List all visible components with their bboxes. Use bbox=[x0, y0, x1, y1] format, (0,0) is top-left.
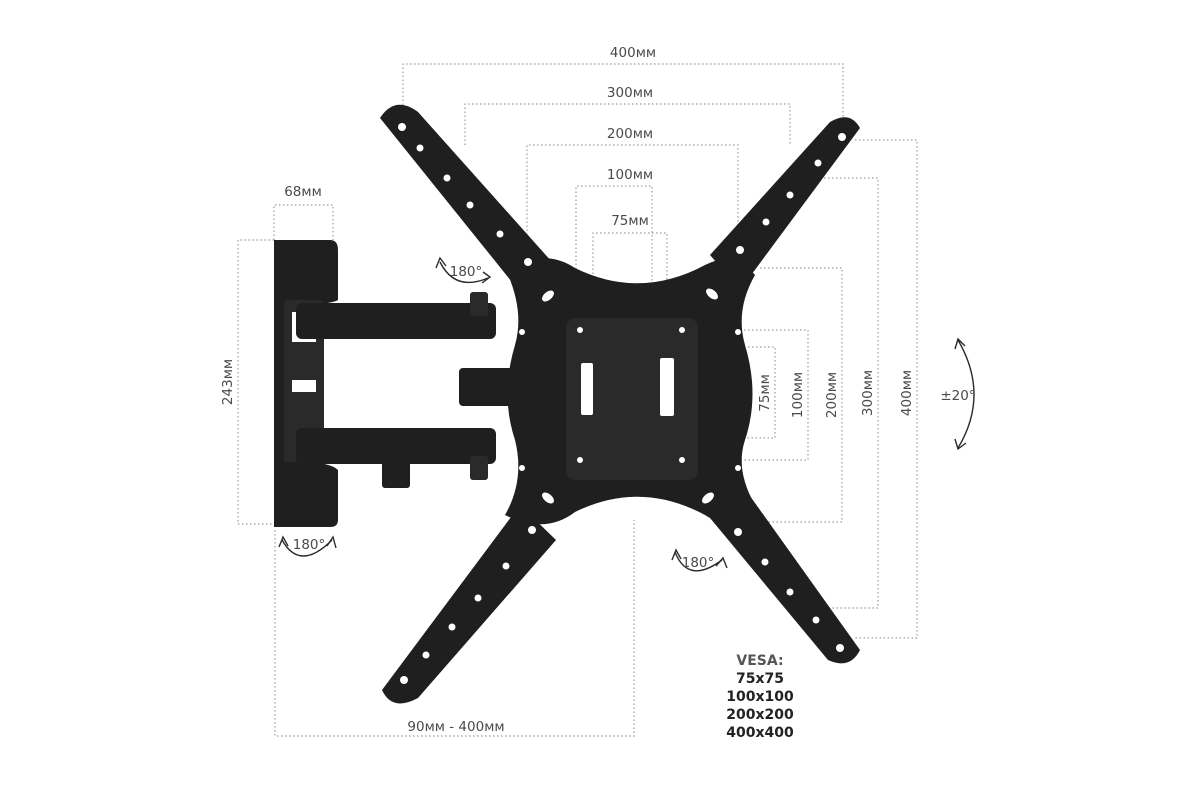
vesa-size-400: 400x400 bbox=[726, 725, 794, 741]
wallplate-width-line bbox=[273, 204, 334, 240]
tv-bracket bbox=[380, 104, 860, 704]
mounting-holes bbox=[398, 123, 846, 684]
width-75-label: 75мм bbox=[611, 213, 649, 229]
height-300-label: 300мм bbox=[860, 370, 876, 416]
plate-rotation-label: 180° bbox=[682, 555, 715, 571]
vesa-size-75: 75x75 bbox=[736, 671, 784, 687]
vesa-heading: VESA: bbox=[736, 653, 783, 669]
vesa-size-100: 100x100 bbox=[726, 689, 794, 705]
swing-arms bbox=[296, 292, 521, 488]
wallplate-width-label: 68мм bbox=[284, 184, 322, 200]
tilt-indicator: ±20° bbox=[940, 337, 976, 451]
width-400-label: 400мм bbox=[610, 45, 656, 61]
wall-rotation-label: 180° bbox=[293, 537, 326, 553]
vesa-list: VESA: 75x75 100x100 200x200 400x400 bbox=[726, 653, 794, 741]
height-75-label: 75мм bbox=[757, 374, 773, 412]
width-300-label: 300мм bbox=[607, 85, 653, 101]
tilt-label: ±20° bbox=[940, 388, 975, 404]
extension-line bbox=[274, 520, 635, 737]
wall-rotation-indicator: 180° bbox=[278, 535, 337, 557]
arm-rotation-indicator: 180° bbox=[435, 256, 492, 284]
height-100-label: 100мм bbox=[790, 372, 806, 418]
plate-rotation-indicator: 180° bbox=[671, 548, 728, 572]
wallplate-height-line bbox=[237, 239, 274, 525]
extension-label: 90мм - 400мм bbox=[407, 719, 504, 735]
height-200-label: 200мм bbox=[824, 372, 840, 418]
wallplate-height-label: 243мм bbox=[220, 359, 236, 405]
width-200-label: 200мм bbox=[607, 126, 653, 142]
height-400-label: 400мм bbox=[899, 370, 915, 416]
width-100-label: 100мм bbox=[607, 167, 653, 183]
vesa-size-200: 200x200 bbox=[726, 707, 794, 723]
wall-plate bbox=[274, 240, 338, 527]
arm-rotation-label: 180° bbox=[450, 264, 483, 280]
